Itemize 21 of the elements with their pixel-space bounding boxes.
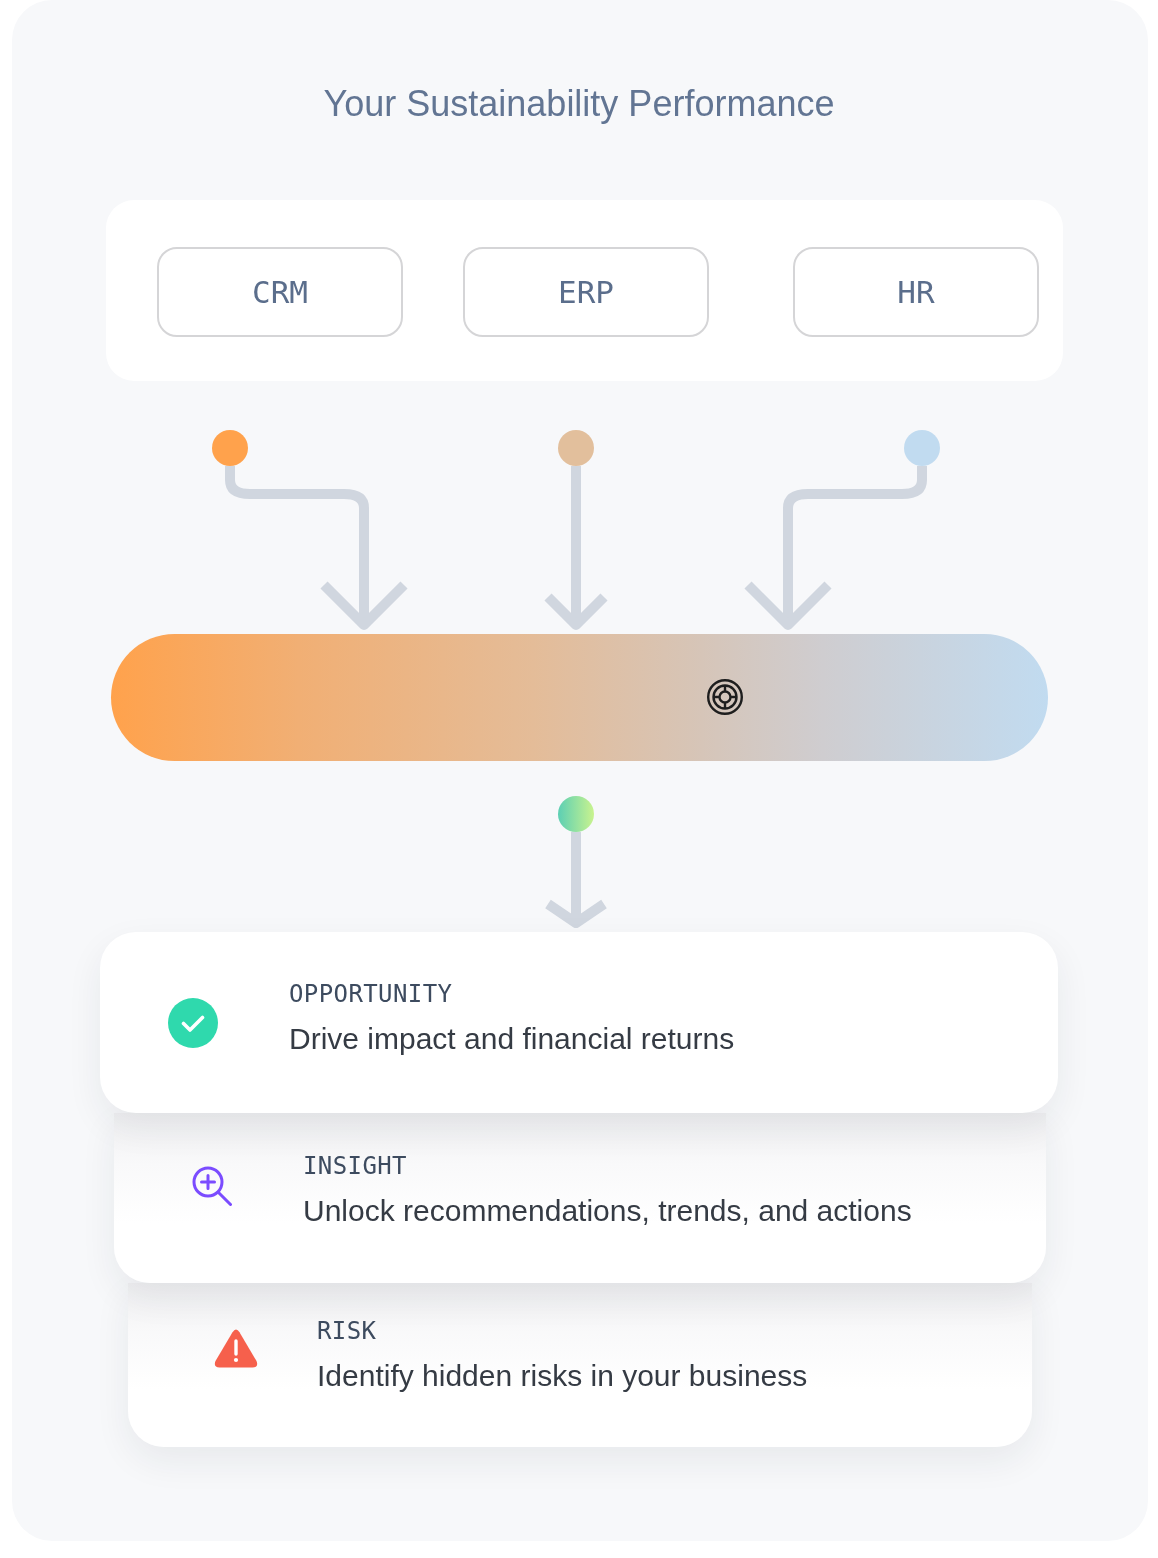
result-card <box>128 1283 1032 1447</box>
arrow <box>543 466 609 630</box>
card-description: Identify hidden risks in your business <box>317 1359 808 1393</box>
card-description: Unlock recommendations, trends, and actions <box>303 1194 912 1228</box>
source-box <box>463 247 709 337</box>
system-label: HR <box>897 274 935 310</box>
system-label: ERP <box>558 274 614 310</box>
source-panel <box>106 200 1063 381</box>
card-heading: OPPORTUNITY <box>289 980 453 1008</box>
arrow <box>743 466 927 630</box>
arrow <box>543 832 609 928</box>
result-card <box>114 1113 1046 1283</box>
source-box <box>157 247 403 337</box>
card-description: Drive impact and financial returns <box>289 1022 735 1056</box>
source-box <box>793 247 1039 337</box>
arrow <box>225 466 409 630</box>
card-heading: INSIGHT <box>303 1152 407 1180</box>
card-heading: RISK <box>317 1317 377 1345</box>
result-card <box>100 932 1058 1113</box>
system-label: CRM <box>252 274 308 310</box>
diagram-title: Your Sustainability Performance <box>323 82 835 126</box>
